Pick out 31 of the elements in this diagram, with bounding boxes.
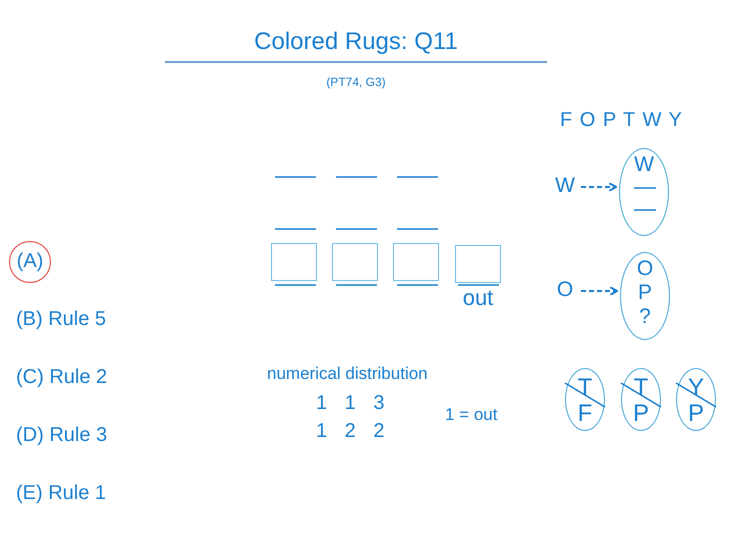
- oval-letters: O P ?: [636, 257, 654, 329]
- slot-box: [271, 243, 317, 281]
- crossed-out-oval: [621, 368, 661, 431]
- distribution-row: 1 2 2: [316, 420, 384, 443]
- variable-letter: O: [553, 278, 577, 304]
- note: 1 = out: [445, 405, 498, 425]
- oval-letters: T P: [633, 375, 649, 427]
- oval-letters: W: [634, 153, 654, 177]
- answer-choice: (C) Rule 2: [16, 366, 108, 389]
- distribution-heading: numerical distribution: [267, 364, 428, 384]
- slot-box: [332, 243, 378, 281]
- group-oval: [620, 252, 670, 340]
- oval-letters: Y P: [688, 375, 704, 427]
- slot-caption: out: [462, 285, 494, 311]
- selected-answer: (A): [9, 241, 51, 283]
- answer-choice: (B) Rule 5: [16, 308, 106, 331]
- variable-letter: W: [553, 174, 577, 200]
- group-oval: [619, 148, 669, 236]
- crossed-out-oval: [565, 368, 605, 431]
- arrow: [581, 182, 617, 192]
- slot-box: [455, 245, 501, 283]
- answer-choice: (D) Rule 3: [16, 424, 108, 447]
- crossed-out-oval: [676, 368, 716, 431]
- oval-letters: T F: [578, 375, 592, 427]
- slot-box: [393, 243, 439, 281]
- title: Colored Rugs: Q11: [253, 28, 459, 56]
- answer-choice: (E) Rule 1: [16, 482, 106, 505]
- arrow: [581, 286, 618, 296]
- source-note: (PT74, G3): [325, 75, 387, 89]
- distribution-row: 1 1 3: [316, 392, 384, 415]
- variable-list: F O P T W Y: [560, 109, 683, 132]
